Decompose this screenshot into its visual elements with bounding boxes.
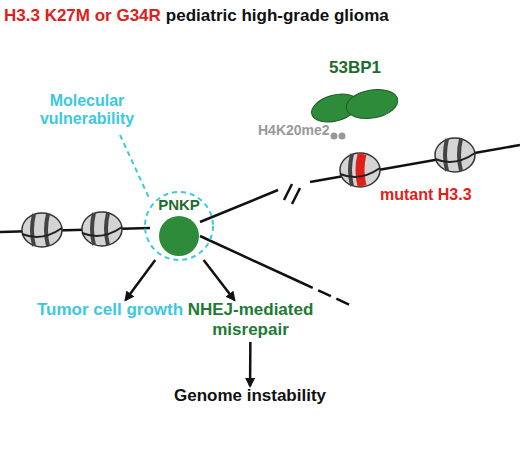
arrow-connector bbox=[126, 260, 156, 300]
note-label: H4K20me2 bbox=[258, 122, 330, 138]
node-text: NHEJ-mediated misrepair bbox=[168, 300, 333, 339]
mutant-nucleosome bbox=[340, 153, 380, 187]
node-text: 53BP1 bbox=[300, 58, 410, 78]
nucleosome bbox=[22, 213, 62, 247]
node-text: Tumor cell growth bbox=[35, 300, 185, 320]
arrow-connector bbox=[204, 260, 235, 300]
leader-line bbox=[120, 135, 150, 200]
dna-strand bbox=[200, 190, 278, 222]
vulnerability-circle bbox=[145, 192, 213, 260]
break-mark bbox=[284, 184, 300, 204]
header-line: H3.3 K27M or G34Rpediatric high-grade gl… bbox=[4, 6, 389, 26]
methyl-mark bbox=[331, 133, 338, 140]
outcome-node: NHEJ-mediated misrepair bbox=[168, 300, 333, 342]
title: H3.3 K27M or G34R bbox=[4, 6, 161, 26]
outcome-node: Genome instability bbox=[140, 386, 360, 410]
nucleosome bbox=[435, 138, 475, 172]
methyl-mark bbox=[339, 133, 346, 140]
outcome-node: Tumor cell growth bbox=[35, 300, 185, 342]
note-label: Molecular vulnerability bbox=[22, 92, 152, 129]
node-text: Genome instability bbox=[140, 386, 360, 406]
note-label: mutant H3.3 bbox=[380, 186, 472, 204]
node-text: PNKP bbox=[148, 196, 210, 213]
protein-complex: 53BP1 bbox=[300, 58, 410, 128]
nucleosome bbox=[82, 212, 122, 246]
note-label: pediatric high-grade glioma bbox=[166, 6, 389, 26]
arrow-connector bbox=[249, 342, 252, 386]
protein-circle: PNKP bbox=[148, 196, 210, 260]
